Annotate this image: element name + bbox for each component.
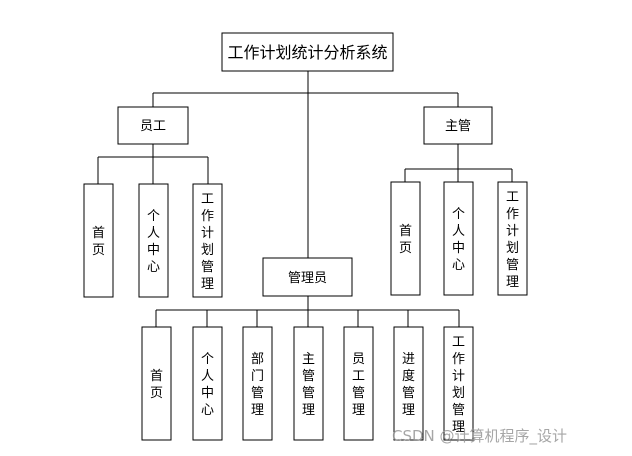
leaf-box xyxy=(242,326,273,441)
leaf-box xyxy=(83,183,114,298)
leaf-label-admin-2: 部门管理 xyxy=(251,352,264,418)
leaf-label-employee-1: 个人中心 xyxy=(147,209,160,275)
leaf-label-admin-5: 进度管理 xyxy=(402,352,415,418)
leaf-box xyxy=(393,326,424,441)
leaf-label-admin-6: 工作计划管理 xyxy=(452,335,465,435)
leaf-box xyxy=(443,326,474,441)
connectors xyxy=(97,71,513,327)
leaf-label-supervisor-0: 首页 xyxy=(399,224,412,256)
csdn-watermark: CSDN @计算机程序_设计 xyxy=(392,427,568,445)
employee-children xyxy=(83,183,223,298)
leaf-box xyxy=(443,181,474,296)
role-label-admin: 管理员 xyxy=(288,271,327,286)
role-node-supervisor: 主管 xyxy=(423,106,493,145)
admin-children xyxy=(141,326,474,441)
leaf-label-supervisor-2: 工作计划管理 xyxy=(506,190,519,290)
leaf-label-employee-2: 工作计划管理 xyxy=(201,192,214,292)
root-node: 工作计划统计分析系统 xyxy=(221,32,394,72)
leaf-box xyxy=(192,326,223,441)
role-label-supervisor: 主管 xyxy=(445,119,471,134)
leaf-label-admin-0: 首页 xyxy=(150,369,163,401)
leaf-box xyxy=(497,181,528,296)
leaf-label-admin-3: 主管管理 xyxy=(302,352,315,418)
role-node-admin: 管理员 xyxy=(262,257,353,297)
leaf-label-admin-1: 个人中心 xyxy=(201,352,214,418)
leaf-box xyxy=(192,183,223,298)
leaf-label-supervisor-1: 个人中心 xyxy=(452,207,465,273)
role-node-employee: 员工 xyxy=(117,106,189,145)
role-label-employee: 员工 xyxy=(140,119,166,134)
leaf-label-admin-4: 员工管理 xyxy=(352,352,365,418)
leaf-label-employee-0: 首页 xyxy=(92,226,105,258)
supervisor-children xyxy=(390,181,528,296)
leaf-box xyxy=(343,326,374,441)
leaf-box xyxy=(141,326,172,441)
root-title: 工作计划统计分析系统 xyxy=(227,43,387,62)
leaf-box xyxy=(390,181,421,296)
leaf-labels: 首页个人中心工作计划管理首页个人中心工作计划管理首页个人中心部门管理主管管理员工… xyxy=(92,190,519,435)
leaf-box xyxy=(138,183,169,298)
leaf-box xyxy=(293,326,324,441)
